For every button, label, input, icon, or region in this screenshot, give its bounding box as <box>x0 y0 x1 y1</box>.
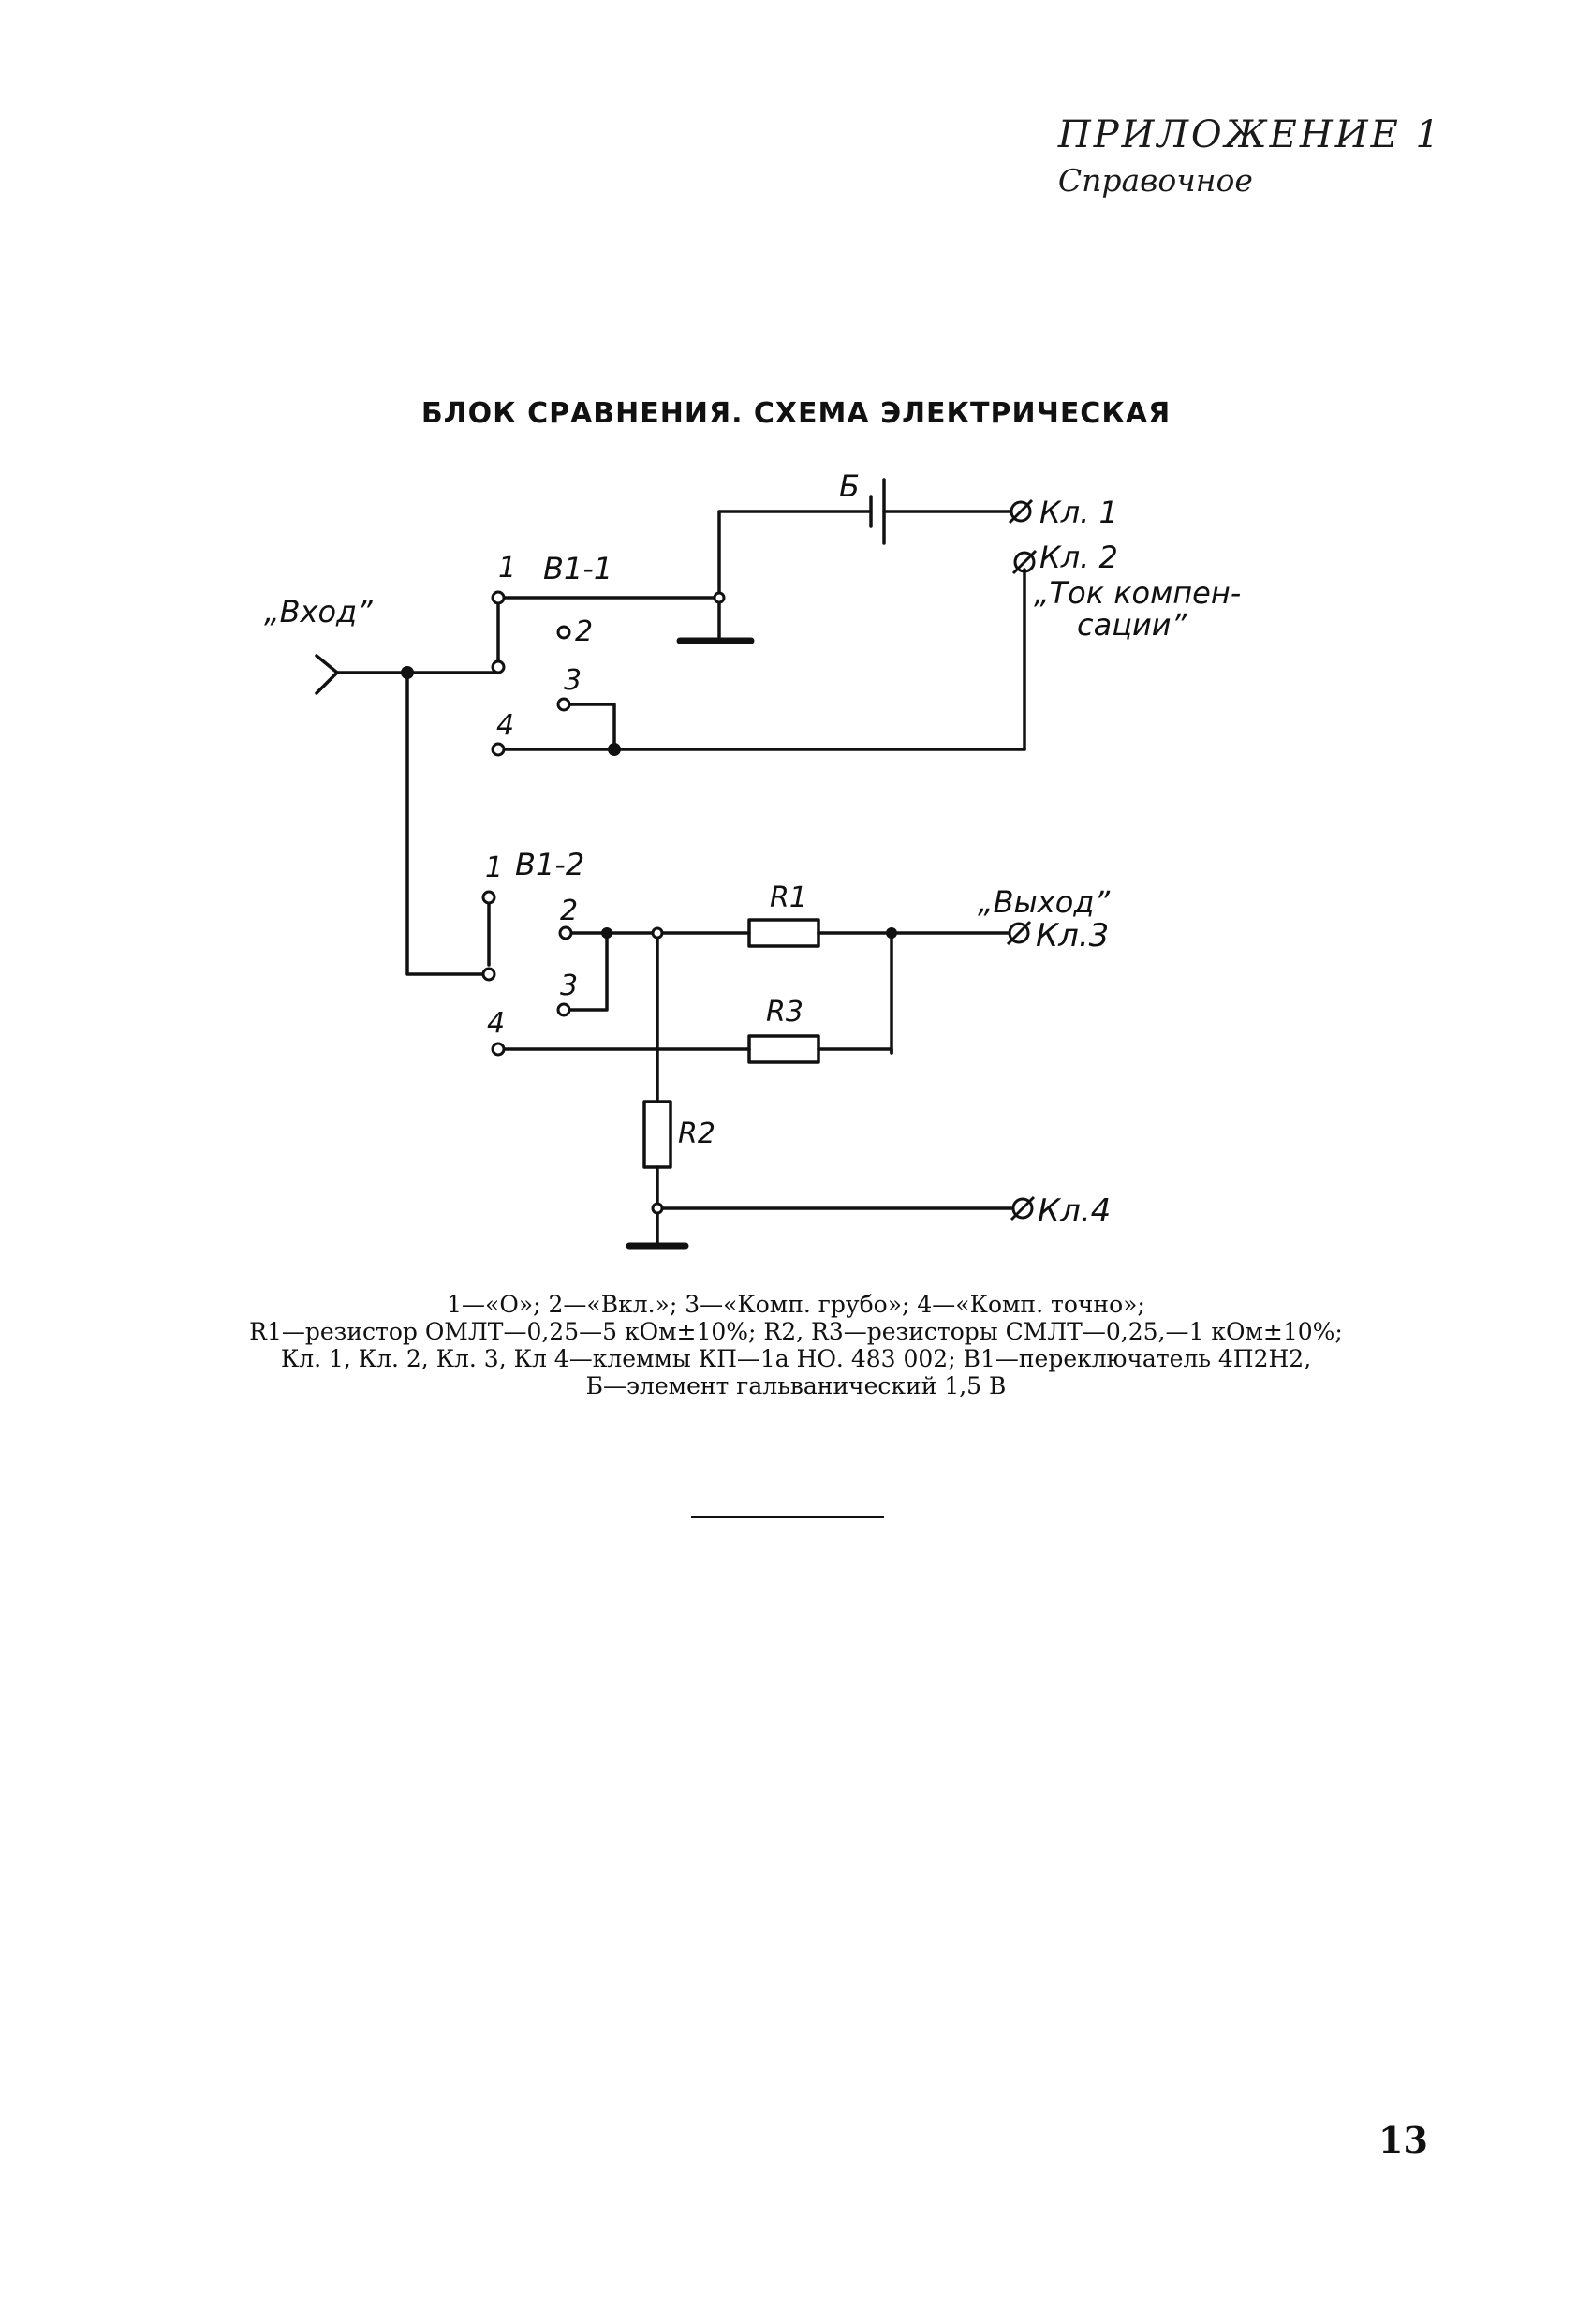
r2-bottom-junction <box>651 1202 664 1215</box>
b12-pos3-label: 3 <box>560 970 578 1002</box>
b11-contact-2 <box>556 625 571 640</box>
appendix-subtitle: Справочное <box>1057 162 1253 199</box>
kl2-label: Кл. 2 <box>1039 540 1118 575</box>
input-junction <box>401 666 414 679</box>
b11-pos3-wire <box>562 703 616 751</box>
b12-contact-3 <box>556 1002 571 1017</box>
r1-right-junction <box>886 927 897 939</box>
legend-line-3: Кл. 1, Кл. 2, Кл. 3, Кл 4—клеммы КП—1а Н… <box>280 1345 1312 1372</box>
b11-pos3-label: 3 <box>564 664 582 697</box>
r1-label: R1 <box>770 881 807 914</box>
circuit-schematic: „Вход” В1-1 1 2 3 4 Б Кл. 1 Кл. 2 „Ток к… <box>264 468 1241 1250</box>
battery-junction <box>713 591 726 604</box>
resistor-r1 <box>747 918 820 948</box>
page-number: 13 <box>1378 2119 1428 2161</box>
b11-pos4-label: 4 <box>496 709 514 742</box>
legend-line-1: 1—«О»; 2—«Вкл.»; 3—«Комп. грубо»; 4—«Ком… <box>447 1291 1145 1318</box>
b11-contact-1 <box>491 590 506 605</box>
header-block: ПРИЛОЖЕНИЕ 1 Справочное <box>1058 111 1442 202</box>
b12-common <box>481 967 496 982</box>
input-label: „Вход” <box>264 594 373 629</box>
b12-pos2-label: 2 <box>560 895 578 927</box>
input-to-b12-wire <box>405 671 491 976</box>
kl1-terminal <box>1010 500 1032 523</box>
kl4-terminal <box>1011 1197 1034 1220</box>
b11-pos2-label: 2 <box>575 615 593 648</box>
switch-b11-label: В1-1 <box>543 551 612 586</box>
b11-pos1-label: 1 <box>498 552 516 585</box>
switch-b12-label: В1-2 <box>515 847 584 882</box>
r2-label: R2 <box>678 1118 715 1150</box>
diagram-title: БЛОК СРАВНЕНИЯ. СХЕМА ЭЛЕКТРИЧЕСКАЯ <box>420 397 1172 430</box>
b12-contact-1 <box>481 890 496 905</box>
r3-right-wire <box>817 1047 893 1055</box>
b12-contact-2 <box>558 925 573 940</box>
comp-current-label-1: „Ток компен- <box>1034 575 1241 611</box>
r3-label: R3 <box>766 996 803 1029</box>
kl4-label: Кл.4 <box>1038 1192 1111 1230</box>
battery-label: Б <box>839 468 860 504</box>
appendix-title: ПРИЛОЖЕНИЕ 1 <box>1057 113 1442 156</box>
kl3-terminal <box>1008 922 1030 944</box>
output-label: „Выход” <box>978 884 1110 920</box>
b12-pos2-junction <box>601 927 612 939</box>
kl1-label: Кл. 1 <box>1039 495 1118 530</box>
b11-contact-3 <box>556 697 571 712</box>
b12-pos4-label: 4 <box>487 1007 505 1040</box>
b12-contact-4 <box>491 1042 506 1057</box>
resistor-r3 <box>747 1034 820 1064</box>
comp-current-label-2: сации” <box>1077 607 1187 643</box>
kl3-label: Кл.3 <box>1036 917 1109 955</box>
input-connector-symbol <box>315 654 339 695</box>
r1-left-junction <box>651 926 664 940</box>
section-separator <box>691 1516 884 1518</box>
b12-pos3-wire <box>562 931 609 1012</box>
battery-left-wire <box>717 510 871 600</box>
legend-line-2: R1—резистор ОМЛТ—0,25—5 кОм±10%; R2, R3—… <box>249 1318 1343 1345</box>
b11-contact-4 <box>491 742 506 757</box>
diagram-legend: 1—«О»; 2—«Вкл.»; 3—«Комп. грубо»; 4—«Ком… <box>187 1291 1405 1399</box>
legend-line-4: Б—элемент гальванический 1,5 В <box>585 1372 1007 1399</box>
b11-pos3-junction <box>608 743 621 756</box>
resistor-r2 <box>642 1100 672 1169</box>
b12-pos1-label: 1 <box>485 851 503 884</box>
b11-common <box>491 659 506 674</box>
kl2-terminal <box>1013 551 1036 573</box>
